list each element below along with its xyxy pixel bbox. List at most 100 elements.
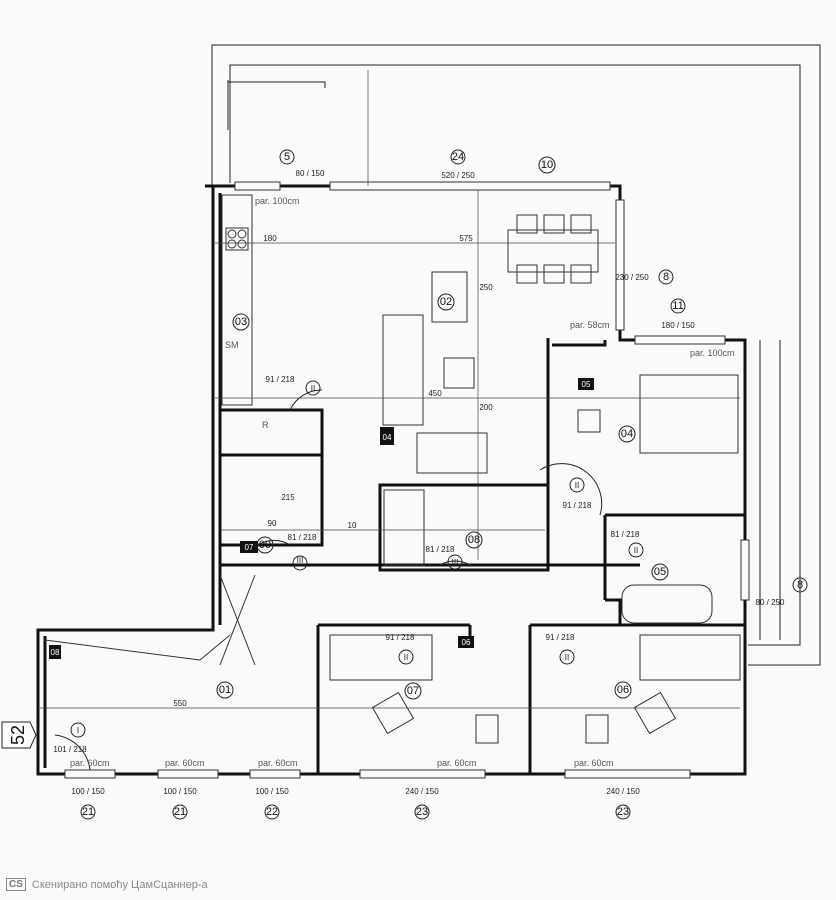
note-r: R: [262, 420, 269, 430]
dim-550: 550: [173, 699, 187, 708]
svg-text:23: 23: [617, 806, 629, 818]
sofa: [382, 314, 424, 426]
svg-text:II: II: [404, 653, 408, 662]
entrance-number: 52: [1, 721, 37, 749]
svg-text:91 / 218: 91 / 218: [563, 501, 592, 510]
note-par100-2: par. 100cm: [690, 348, 735, 358]
room-06: 06: [614, 681, 632, 699]
svg-text:08: 08: [468, 534, 480, 546]
window-tag-8b: 880 / 250: [756, 577, 808, 607]
door-tag: II 81 / 218: [611, 530, 644, 558]
room-09: 09: [256, 536, 274, 554]
svg-text:02: 02: [440, 296, 452, 308]
room-02: 02: [437, 293, 455, 311]
room-08: 08: [465, 531, 483, 549]
window-tag-21b: 21 100 / 150: [163, 787, 197, 820]
svg-text:80 / 250: 80 / 250: [756, 598, 785, 607]
door-tag: II 91 / 218: [386, 633, 415, 665]
desk-07: [475, 714, 499, 744]
svg-text:5: 5: [284, 151, 290, 163]
note-par60: par. 60cm: [437, 758, 477, 768]
svg-text:01: 01: [219, 684, 231, 696]
svg-text:21: 21: [82, 806, 94, 818]
svg-text:230 / 250: 230 / 250: [615, 273, 649, 282]
dim-250: 250: [479, 283, 493, 292]
room-03: 03: [232, 313, 250, 331]
room-07: 07: [404, 682, 422, 700]
svg-text:23: 23: [416, 806, 428, 818]
svg-text:91 / 218: 91 / 218: [386, 633, 415, 642]
svg-text:81 / 218: 81 / 218: [611, 530, 640, 539]
room-04: 04: [618, 425, 636, 443]
svg-text:100 / 150: 100 / 150: [163, 787, 197, 796]
room-labels: 01 02 03 04 05 06 07 08 09 10: [216, 156, 669, 700]
note-par60: par. 60cm: [574, 758, 614, 768]
svg-text:180 / 150: 180 / 150: [661, 321, 695, 330]
window-tag-23b: 23 240 / 150: [606, 787, 640, 820]
note-par100: par. 100cm: [255, 196, 300, 206]
room-05: 05: [651, 563, 669, 581]
svg-text:III: III: [297, 556, 304, 565]
window-tag-11: 11 180 / 150: [661, 298, 695, 330]
desk-06: [585, 714, 609, 744]
terrace-outline: [211, 44, 821, 666]
bed-04: [639, 374, 739, 454]
svg-text:I: I: [77, 726, 79, 735]
svg-text:II: II: [311, 384, 315, 393]
svg-text:05: 05: [654, 566, 666, 578]
svg-text:04: 04: [621, 428, 633, 440]
svg-text:07: 07: [407, 685, 419, 697]
note-par60: par. 60cm: [70, 758, 110, 768]
sofa-2: [416, 432, 488, 474]
svg-text:100 / 150: 100 / 150: [255, 787, 289, 796]
chair-06: [633, 691, 677, 735]
dim-450: 450: [428, 389, 442, 398]
svg-text:24: 24: [452, 151, 464, 163]
dim-575: 575: [459, 234, 473, 243]
coffee-table: [443, 357, 475, 389]
svg-text:80 / 150: 80 / 150: [296, 169, 325, 178]
svg-text:21: 21: [174, 806, 186, 818]
bathtub: [621, 584, 713, 624]
armchair: [431, 271, 468, 323]
dim-90: 90: [268, 519, 277, 528]
svg-text:07: 07: [245, 543, 254, 552]
scanner-watermark: CS Скенирано помоћу ЦамСцаннер-а: [6, 878, 208, 891]
svg-text:08: 08: [51, 648, 60, 657]
dim-180: 180: [263, 234, 277, 243]
svg-text:II: II: [634, 546, 638, 555]
room-10: 10: [538, 156, 556, 174]
svg-text:09: 09: [259, 539, 271, 551]
note-par60: par. 60cm: [258, 758, 298, 768]
svg-text:240 / 150: 240 / 150: [405, 787, 439, 796]
svg-text:91 / 218: 91 / 218: [546, 633, 575, 642]
windows: [64, 181, 750, 779]
equipment-tags: 04 05 06 07 08: [49, 378, 594, 659]
furniture: [44, 194, 741, 744]
note-sm: SM: [225, 340, 239, 350]
svg-text:06: 06: [617, 684, 629, 696]
dim-215: 215: [281, 493, 295, 502]
window-tag-5: 5 80 / 150: [279, 149, 325, 178]
svg-text:240 / 150: 240 / 150: [606, 787, 640, 796]
note-par60: par. 60cm: [165, 758, 205, 768]
svg-text:8: 8: [663, 271, 669, 283]
svg-text:11: 11: [672, 300, 683, 312]
interior-walls: [220, 338, 745, 774]
svg-text:81 / 218: 81 / 218: [426, 545, 455, 554]
dining-table: [507, 214, 599, 284]
svg-text:06: 06: [462, 638, 471, 647]
window-tag-8a: 8 230 / 250: [615, 269, 674, 285]
dim-10: 10: [348, 521, 357, 530]
svg-text:10: 10: [541, 159, 553, 171]
chair-07: [371, 691, 415, 735]
desk-04: [577, 409, 601, 433]
